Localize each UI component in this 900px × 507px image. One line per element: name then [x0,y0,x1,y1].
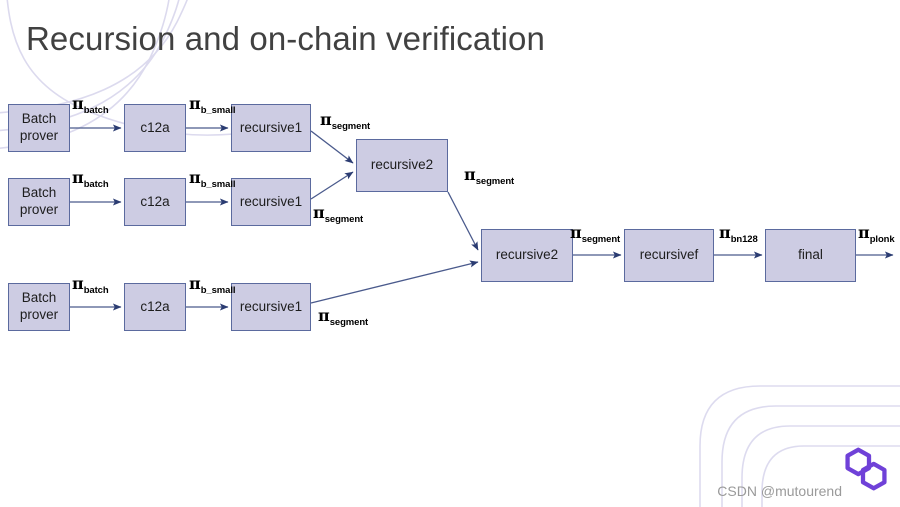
page-title: Recursion and on-chain verification [26,20,545,57]
edge-label-batch-2: πbatch [72,168,109,191]
node-label-line: prover [19,307,59,322]
node-recursive2-1[interactable]: recursive2 [356,139,448,192]
node-c12a-2[interactable]: c12a [124,178,186,226]
node-label-line: Batch [21,290,57,306]
node-label-line: Batch [21,185,57,201]
edge-recursive2a-recursive2b [447,191,479,251]
edge-label-bn128: πbn128 [719,223,758,246]
node-c12a-3[interactable]: c12a [124,283,186,331]
edge-label-batch-3: πbatch [72,274,109,297]
node-recursive1-3[interactable]: recursive1 [231,283,311,331]
edge-label-segment-2: πsegment [313,203,364,226]
edge-label-segment-1: πsegment [320,110,371,133]
edge-label-b-small-2: πb_small [189,168,236,191]
node-label-line: Batch [21,111,57,127]
edge-recursive1b-recursive2a [310,171,354,200]
node-label-line: prover [19,128,59,143]
edge-label-segment-4: πsegment [464,165,515,188]
node-label-line: prover [19,202,59,217]
edge-label-b-small-3: πb_small [189,274,236,297]
node-c12a-1[interactable]: c12a [124,104,186,152]
edge-recursive1c-recursive2b [310,260,479,304]
edge-label-segment-3: πsegment [318,306,369,329]
node-recursive2-2[interactable]: recursive2 [481,229,573,282]
edge-label-plonk: πplonk [858,223,895,246]
node-recursive1-2[interactable]: recursive1 [231,178,311,226]
edge-label-segment-5: πsegment [570,223,621,246]
edge-label-b-small-1: πb_small [189,94,236,117]
polygon-logo-icon [845,447,887,491]
node-recursive1-1[interactable]: recursive1 [231,104,311,152]
node-final[interactable]: final [765,229,856,282]
edge-label-batch-1: πbatch [72,94,109,117]
node-recursivef[interactable]: recursivef [624,229,714,282]
edge-recursive1a-recursive2a [310,130,354,164]
watermark-text: CSDN @mutourend [717,483,842,499]
